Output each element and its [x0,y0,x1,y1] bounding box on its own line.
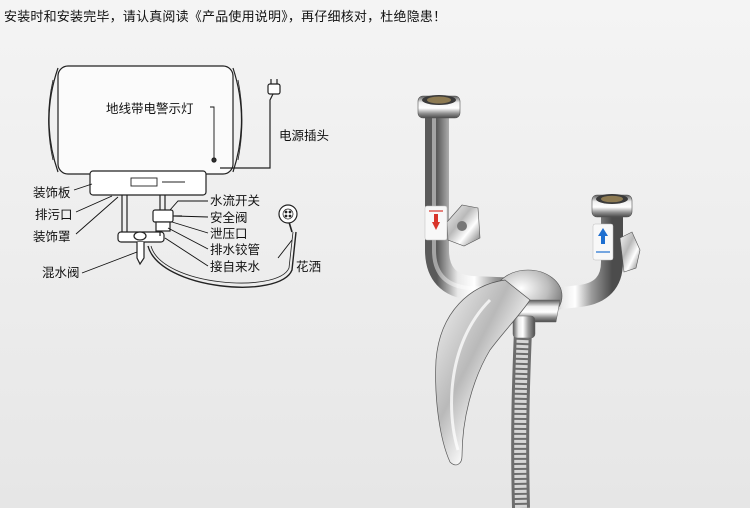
label-shower-head: 花洒 [296,259,321,274]
heater-left-cap [48,67,59,173]
label-mixing-valve: 混水阀 [42,265,80,280]
label-safety-valve: 安全阀 [210,210,248,225]
shower-head-icon [278,204,298,233]
label-relief-outlet: 泄压口 [210,226,248,241]
label-decor-cover: 装饰罩 [33,229,71,244]
cold-water-icon [592,223,614,261]
hot-water-icon [424,205,448,241]
mixer-valve-photo [417,95,641,508]
install-notice: 安装时和安装完毕，请认真阅读《产品使用说明》，再仔细核对，杜绝隐患！ [4,10,447,25]
water-heater [48,65,298,288]
indicator-light-icon [211,157,217,163]
safety-valve [152,209,182,232]
shower-hose [147,231,297,288]
label-drain-outlet: 排污口 [35,207,73,222]
heater-right-cap [232,67,243,173]
label-tap-water-in: 接自来水 [210,259,261,274]
leader-lines [73,106,293,274]
power-plug-icon [267,79,281,95]
label-drain-hose: 排水铰管 [210,242,260,257]
mixing-valve [117,231,165,266]
label-decor-panel: 装饰板 [33,185,71,200]
label-indicator-light: 地线带电警示灯 [106,101,194,116]
power-cable [220,91,275,169]
heater-tank [57,65,234,175]
label-power-plug: 电源插头 [279,128,329,143]
label-water-switch: 水流开关 [210,193,260,208]
display-window [130,177,158,187]
